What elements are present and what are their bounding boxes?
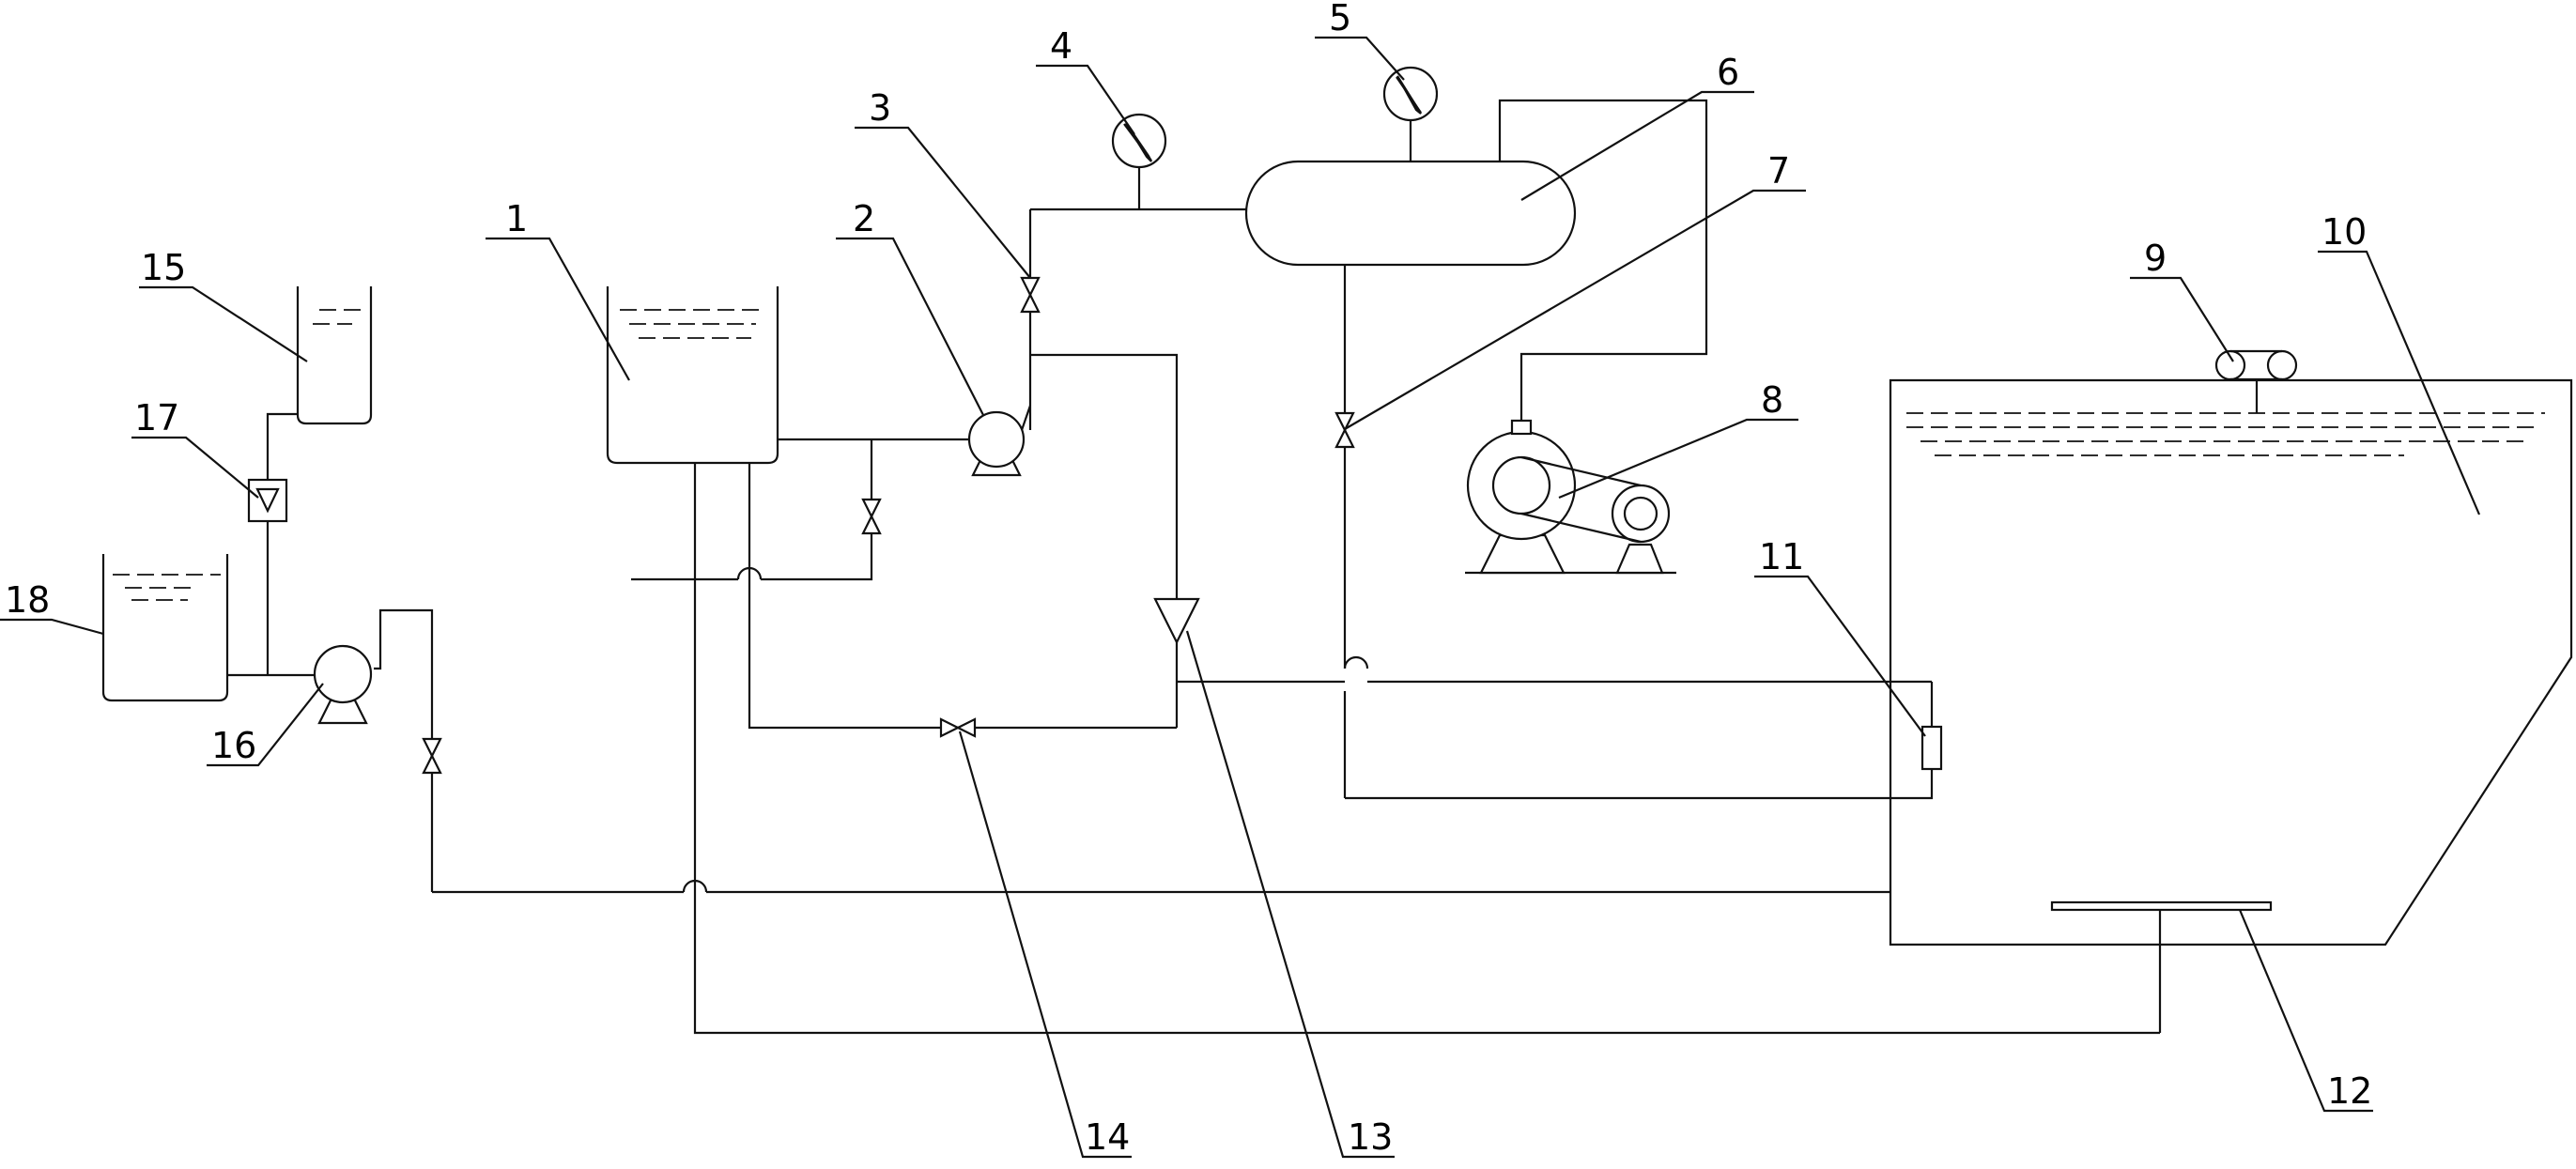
- tank-10: [1889, 378, 2573, 946]
- tank-18: [101, 554, 229, 702]
- label-6: 6: [1717, 52, 1739, 93]
- compressor-8: [1465, 419, 1676, 575]
- filter-17: [247, 478, 288, 523]
- gauge-5: [1382, 66, 1439, 122]
- label-17: 17: [134, 397, 179, 438]
- label-15: 15: [141, 247, 186, 288]
- label-16: 16: [211, 725, 256, 766]
- gauge-4: [1111, 113, 1167, 169]
- label-3: 3: [869, 87, 891, 129]
- valve-7: [1334, 411, 1355, 449]
- sensor-11: [1920, 725, 1943, 771]
- label-18: 18: [5, 579, 50, 621]
- label-9: 9: [2144, 238, 2167, 279]
- pump-16: [313, 644, 373, 725]
- label-2: 2: [853, 198, 875, 239]
- tank-1: [606, 286, 779, 465]
- pressure-vessel-6: [1244, 160, 1577, 267]
- roller-9: [2214, 349, 2298, 413]
- label-8: 8: [1761, 379, 1783, 421]
- label-12: 12: [2327, 1070, 2372, 1112]
- label-14: 14: [1085, 1116, 1130, 1158]
- check-valve-13: [1153, 597, 1200, 645]
- label-4: 4: [1050, 25, 1072, 67]
- label-7: 7: [1767, 150, 1790, 192]
- diffuser-12: [2050, 900, 2273, 1033]
- label-10: 10: [2321, 211, 2367, 253]
- tank-15: [296, 286, 373, 425]
- label-11: 11: [1759, 536, 1804, 577]
- leader-lines: [0, 36, 2481, 1159]
- label-1: 1: [505, 198, 528, 239]
- piping: [227, 99, 2160, 1035]
- valve-14: [939, 717, 977, 738]
- valve-3: [1020, 276, 1041, 314]
- label-5: 5: [1329, 0, 1351, 38]
- label-13: 13: [1348, 1116, 1393, 1158]
- valve-drain: [861, 498, 882, 535]
- labels: 1 2 3 4 5 6 7 8 9 10 11 12 13 14 15 16 1…: [5, 0, 2372, 1158]
- pump-2: [967, 405, 1032, 477]
- valve-16-line: [422, 737, 442, 775]
